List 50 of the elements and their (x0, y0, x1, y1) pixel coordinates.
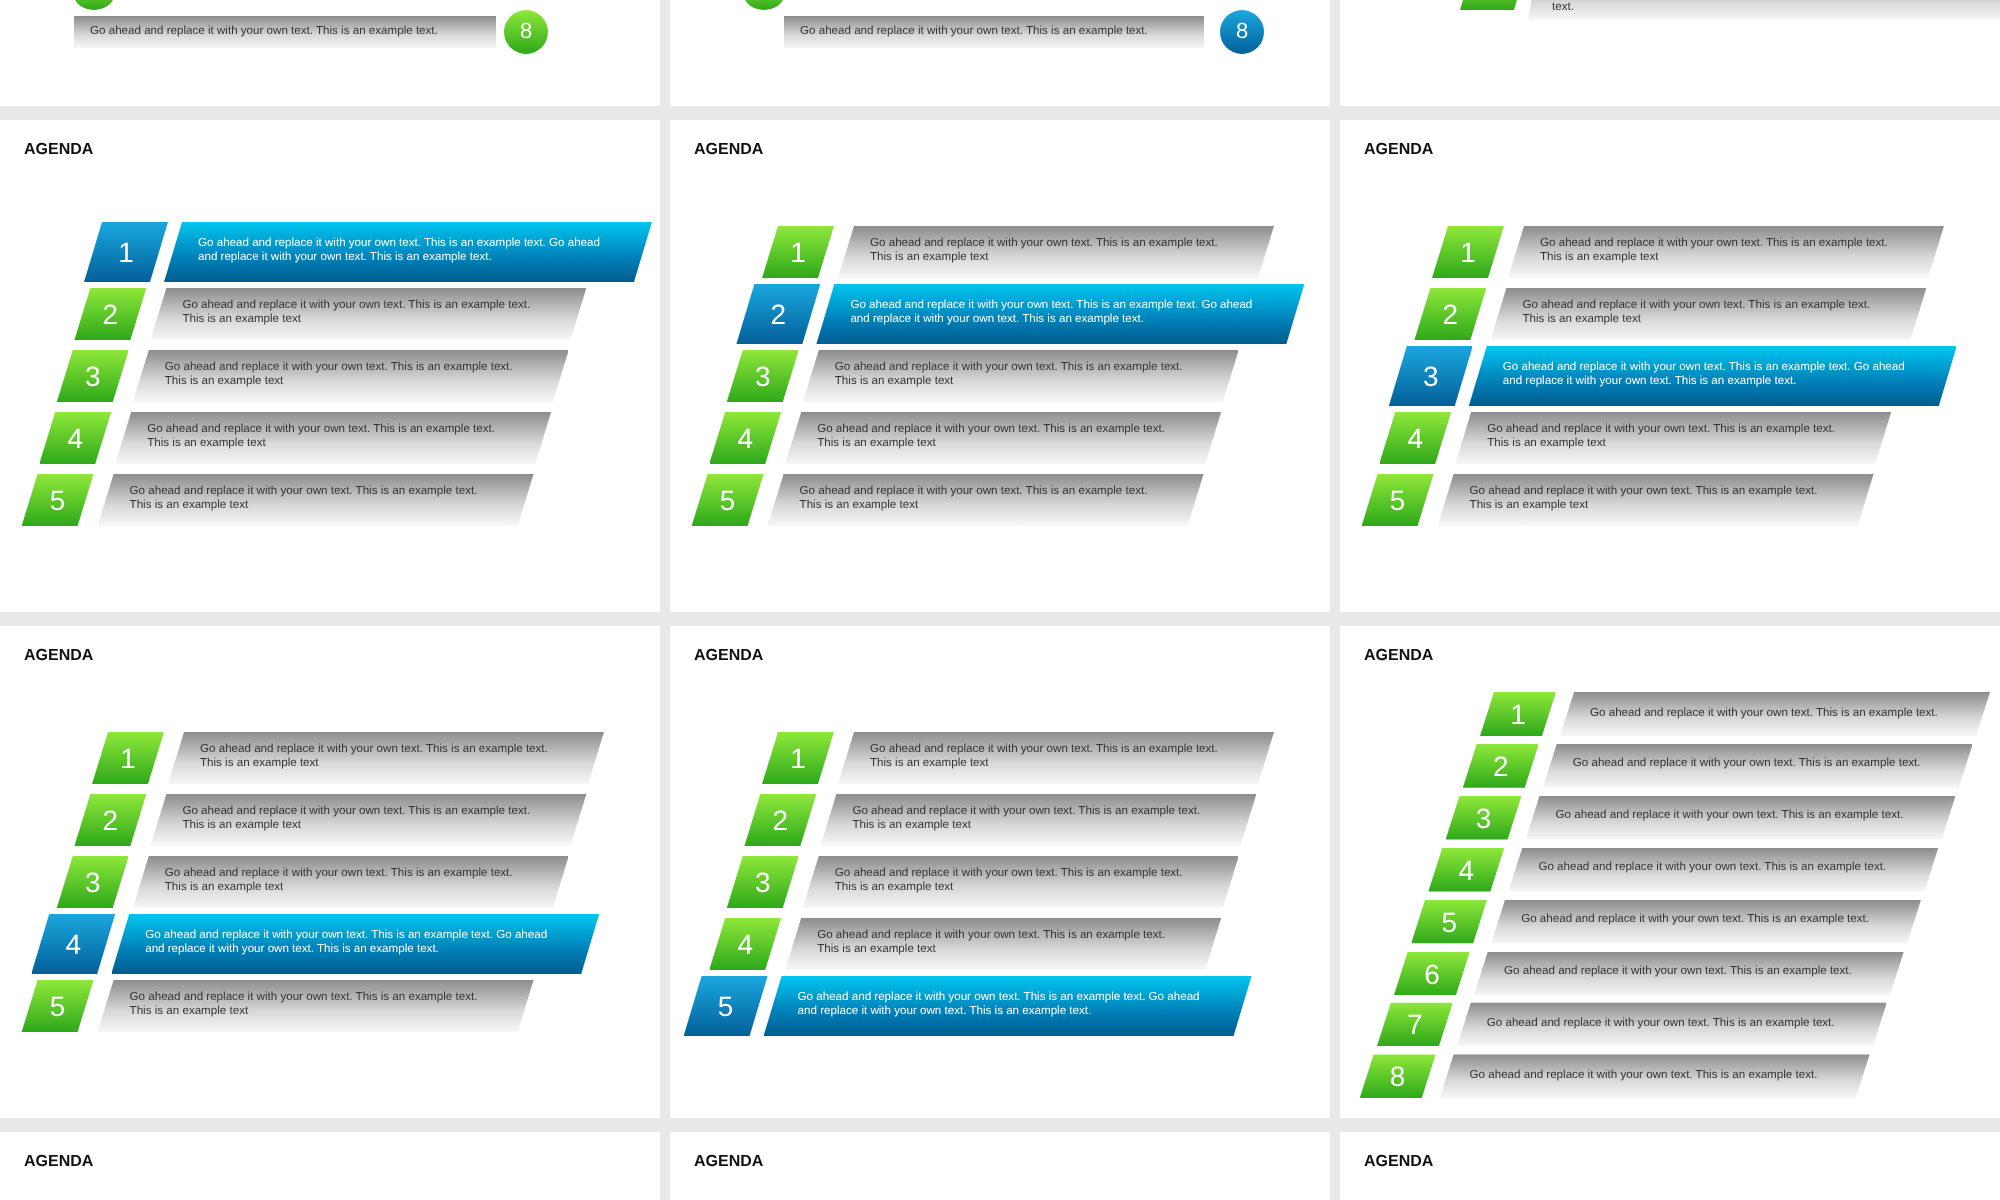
number-tile: 4 (1379, 412, 1452, 464)
slide-title: AGENDA (694, 1152, 764, 1170)
number-tile: 5 (691, 474, 764, 526)
number-tile: 6 (1394, 951, 1470, 995)
slide-title: AGENDA (1364, 646, 1434, 664)
number-tile: 4 (31, 914, 116, 974)
slide-card (1340, 626, 2000, 1118)
number-tile: 3 (56, 856, 129, 908)
slide-title: AGENDA (24, 646, 94, 664)
number-tile: 3 (56, 350, 129, 402)
number-tile: 2 (74, 288, 147, 340)
number-tile: 4 (709, 918, 782, 970)
number-tile: 4 (39, 412, 112, 464)
number-tile: 3 (1445, 795, 1522, 840)
number-tile: 3 (726, 350, 799, 402)
number-tile: 3 (1388, 346, 1473, 406)
slide-card (670, 120, 1330, 612)
number-circle: 8 (1220, 10, 1264, 54)
slide-title: AGENDA (1364, 140, 1434, 158)
number-tile: 7 (1376, 1002, 1453, 1047)
number-tile: 5 (683, 976, 768, 1036)
slide-title: AGENDA (694, 140, 764, 158)
number-tile: 1 (92, 732, 164, 784)
number-tile: 3 (726, 856, 799, 908)
number-tile: 4 (709, 412, 782, 464)
number-tile: 1 (762, 732, 834, 784)
slide-card (670, 626, 1330, 1118)
slide-title: AGENDA (24, 1152, 94, 1170)
number-tile: 5 (21, 474, 94, 526)
slide-title: AGENDA (694, 646, 764, 664)
slide-title: AGENDA (24, 140, 94, 158)
number-tile: 1 (1480, 692, 1556, 736)
number-tile: 5 (1411, 899, 1488, 944)
number-tile: 5 (21, 980, 94, 1032)
number-tile: 1 (1432, 226, 1504, 278)
number-tile: 2 (74, 794, 147, 846)
slide-title: AGENDA (1364, 1152, 1434, 1170)
number-tile: 4 (1428, 847, 1505, 892)
number-tile: 2 (744, 794, 817, 846)
number-tile: 2 (736, 284, 821, 344)
slide-card (0, 626, 660, 1118)
number-circle: 8 (504, 10, 548, 54)
number-tile: 1 (762, 226, 834, 278)
number-tile: 2 (1414, 288, 1487, 340)
number-tile: 5 (1361, 474, 1434, 526)
slide-card (1340, 120, 2000, 612)
number-tile: 2 (1462, 743, 1539, 788)
number-tile: 1 (84, 222, 168, 282)
number-tile: 8 (1359, 1054, 1436, 1099)
slide-card (0, 120, 660, 612)
